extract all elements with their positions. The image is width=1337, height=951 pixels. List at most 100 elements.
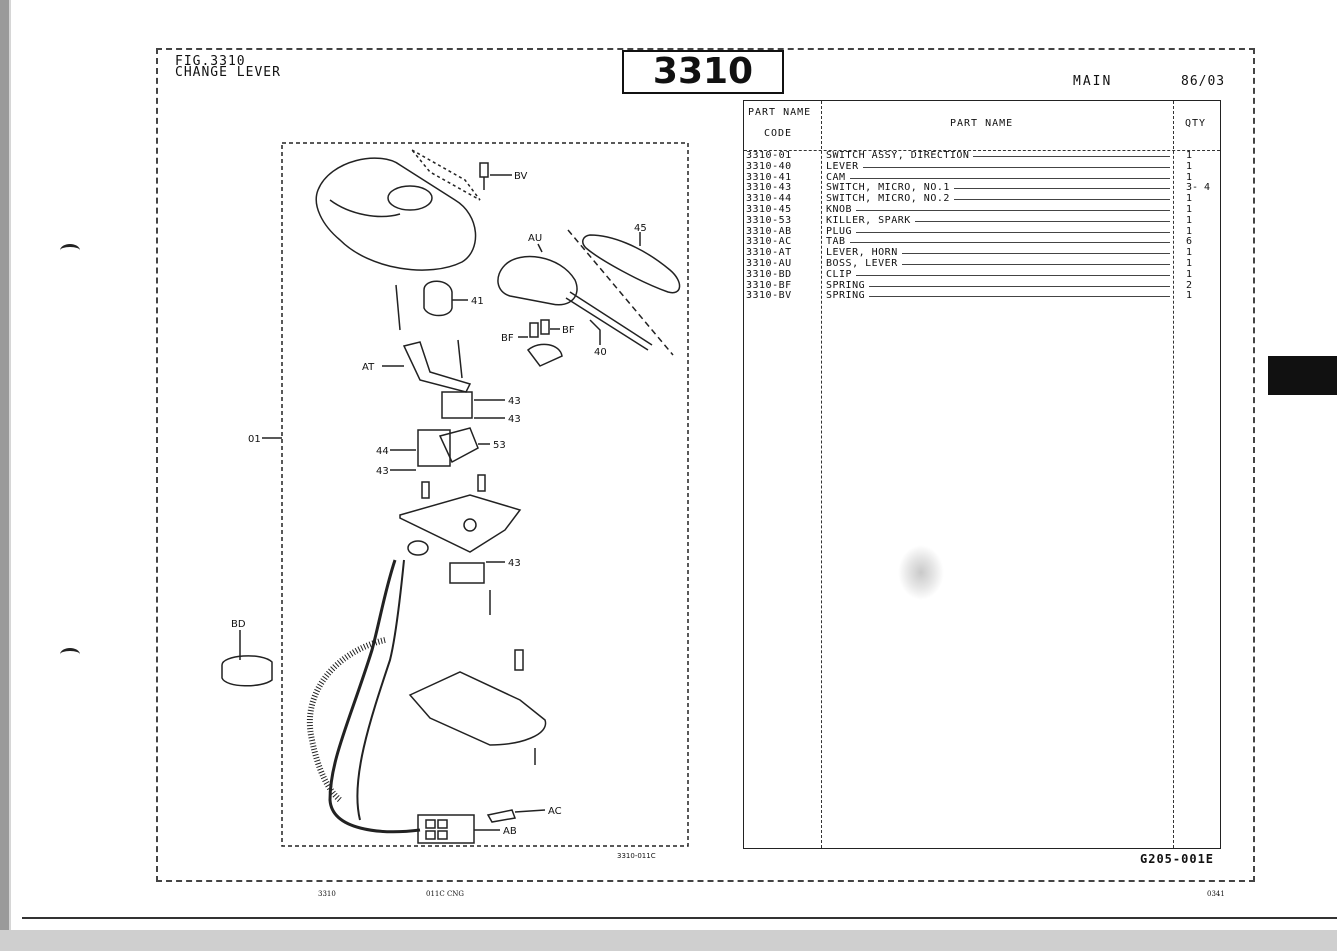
- leader-line: [834, 231, 1170, 233]
- section-index-tab: [1268, 356, 1337, 395]
- figure-number-box: 3310: [622, 50, 784, 94]
- table-row: 3310-44 SWITCH, MICRO, NO.2 1: [744, 193, 1220, 205]
- viewer-left-edge: [0, 0, 9, 951]
- part-name: SPRING: [826, 291, 870, 303]
- cam-shape: [423, 280, 453, 317]
- document-code: G205-001E: [1140, 852, 1215, 866]
- callout-label: 41: [471, 296, 484, 307]
- boss-shape: [497, 255, 578, 306]
- leader-line: [834, 199, 1170, 201]
- binder-punch-mark: [60, 648, 80, 661]
- mounting-plate-shape: [399, 494, 522, 553]
- part-code: 3310-AT: [746, 247, 792, 259]
- part-qty: 1: [1186, 214, 1193, 226]
- section-label: MAIN: [1073, 74, 1113, 89]
- part-name: PLUG: [826, 226, 857, 238]
- callout-label: AB: [503, 826, 517, 837]
- part-code: 3310-41: [746, 171, 792, 183]
- footer-right: 0341: [1207, 890, 1225, 898]
- table-row: 3310-AT LEVER, HORN 1: [744, 247, 1220, 259]
- part-qty: 2: [1186, 279, 1193, 291]
- part-code: 3310-AU: [746, 257, 792, 269]
- leader-line: [834, 177, 1170, 179]
- part-qty: 1: [1186, 150, 1193, 161]
- callout-label: 44: [376, 446, 389, 457]
- part-name: SWITCH, MICRO, NO.1: [826, 183, 954, 195]
- plug-shape: [417, 814, 475, 844]
- part-code: 3310-53: [746, 214, 792, 226]
- leader-line: [834, 274, 1170, 276]
- part-name: KNOB: [826, 204, 857, 216]
- part-code: 3310-BF: [746, 279, 792, 291]
- part-qty: 1: [1186, 257, 1193, 269]
- part-name: SWITCH, MICRO, NO.2: [826, 193, 954, 205]
- header-part-name: PART NAME: [950, 118, 1014, 129]
- callout-label: AU: [528, 233, 542, 244]
- header-divider: [744, 150, 1220, 151]
- leader-line: [834, 296, 1170, 298]
- leader-line: [834, 156, 1170, 157]
- part-qty: 1: [1186, 193, 1193, 205]
- viewer-bottom-band: [0, 930, 1337, 951]
- horn-lever-shape: [402, 341, 472, 393]
- callout-label: AC: [548, 806, 562, 817]
- table-row: 3310-BF SPRING 2: [744, 279, 1220, 292]
- part-code: 3310-44: [746, 193, 792, 205]
- callout-label: 01: [248, 434, 261, 445]
- callout-label: AT: [362, 362, 375, 373]
- table-row: 3310-40 LEVER 1: [744, 160, 1220, 173]
- part-code: 3310-01: [746, 150, 792, 161]
- part-qty: 6: [1186, 236, 1193, 248]
- exploded-parts-diagram: BV AU 45 41 BF BF 40 AT 43 43 01 53 44 4…: [221, 142, 689, 847]
- page-bottom-rule: [22, 917, 1337, 919]
- part-name: LEVER: [826, 161, 863, 173]
- header-code-line2: CODE: [764, 128, 793, 139]
- callout-label: BF: [562, 325, 575, 336]
- callout-label: BD: [231, 619, 246, 630]
- part-code: 3310-43: [746, 182, 792, 194]
- table-row: 3310-01 SWITCH ASSY, DIRECTION 1: [744, 150, 1220, 162]
- leader-line: [834, 188, 1170, 190]
- tray-cover-shape: [408, 671, 547, 746]
- part-name: LEVER, HORN: [826, 247, 902, 259]
- figure-title: FIG.3310 CHANGE LEVER: [175, 54, 281, 79]
- footer-left: 3310: [318, 890, 336, 898]
- part-qty: 1: [1186, 160, 1193, 172]
- callout-label: BV: [514, 171, 528, 182]
- part-name: SWITCH ASSY, DIRECTION: [826, 150, 974, 162]
- leader-line: [834, 220, 1170, 222]
- part-name: CLIP: [826, 269, 857, 281]
- part-code: 3310-40: [746, 160, 792, 172]
- callout-label: 53: [493, 440, 506, 451]
- leader-line: [834, 166, 1170, 168]
- column-divider: [1173, 101, 1174, 848]
- figure-number: FIG.3310: [175, 54, 246, 69]
- footer-middle: 011C CNG: [426, 890, 465, 898]
- part-qty: 1: [1186, 247, 1193, 259]
- clip-shape: [221, 655, 273, 687]
- part-name: SPRING: [826, 280, 870, 292]
- leader-line: [834, 263, 1170, 265]
- table-row: 3310-53 KILLER, SPARK 1: [744, 214, 1220, 227]
- callout-label: 40: [594, 347, 607, 358]
- leader-line: [834, 285, 1170, 287]
- part-code: 3310-AC: [746, 236, 792, 248]
- part-qty: 1: [1186, 268, 1193, 280]
- part-code: 3310-45: [746, 203, 792, 215]
- part-qty: 1: [1186, 225, 1193, 237]
- callout-label: 43: [508, 558, 521, 569]
- leader-line: [834, 253, 1170, 255]
- callout-label: 43: [508, 414, 521, 425]
- part-qty: 1: [1186, 290, 1193, 302]
- header-code-line1: PART NAME: [748, 107, 812, 118]
- part-name: KILLER, SPARK: [826, 215, 915, 227]
- header-qty: QTY: [1185, 118, 1207, 129]
